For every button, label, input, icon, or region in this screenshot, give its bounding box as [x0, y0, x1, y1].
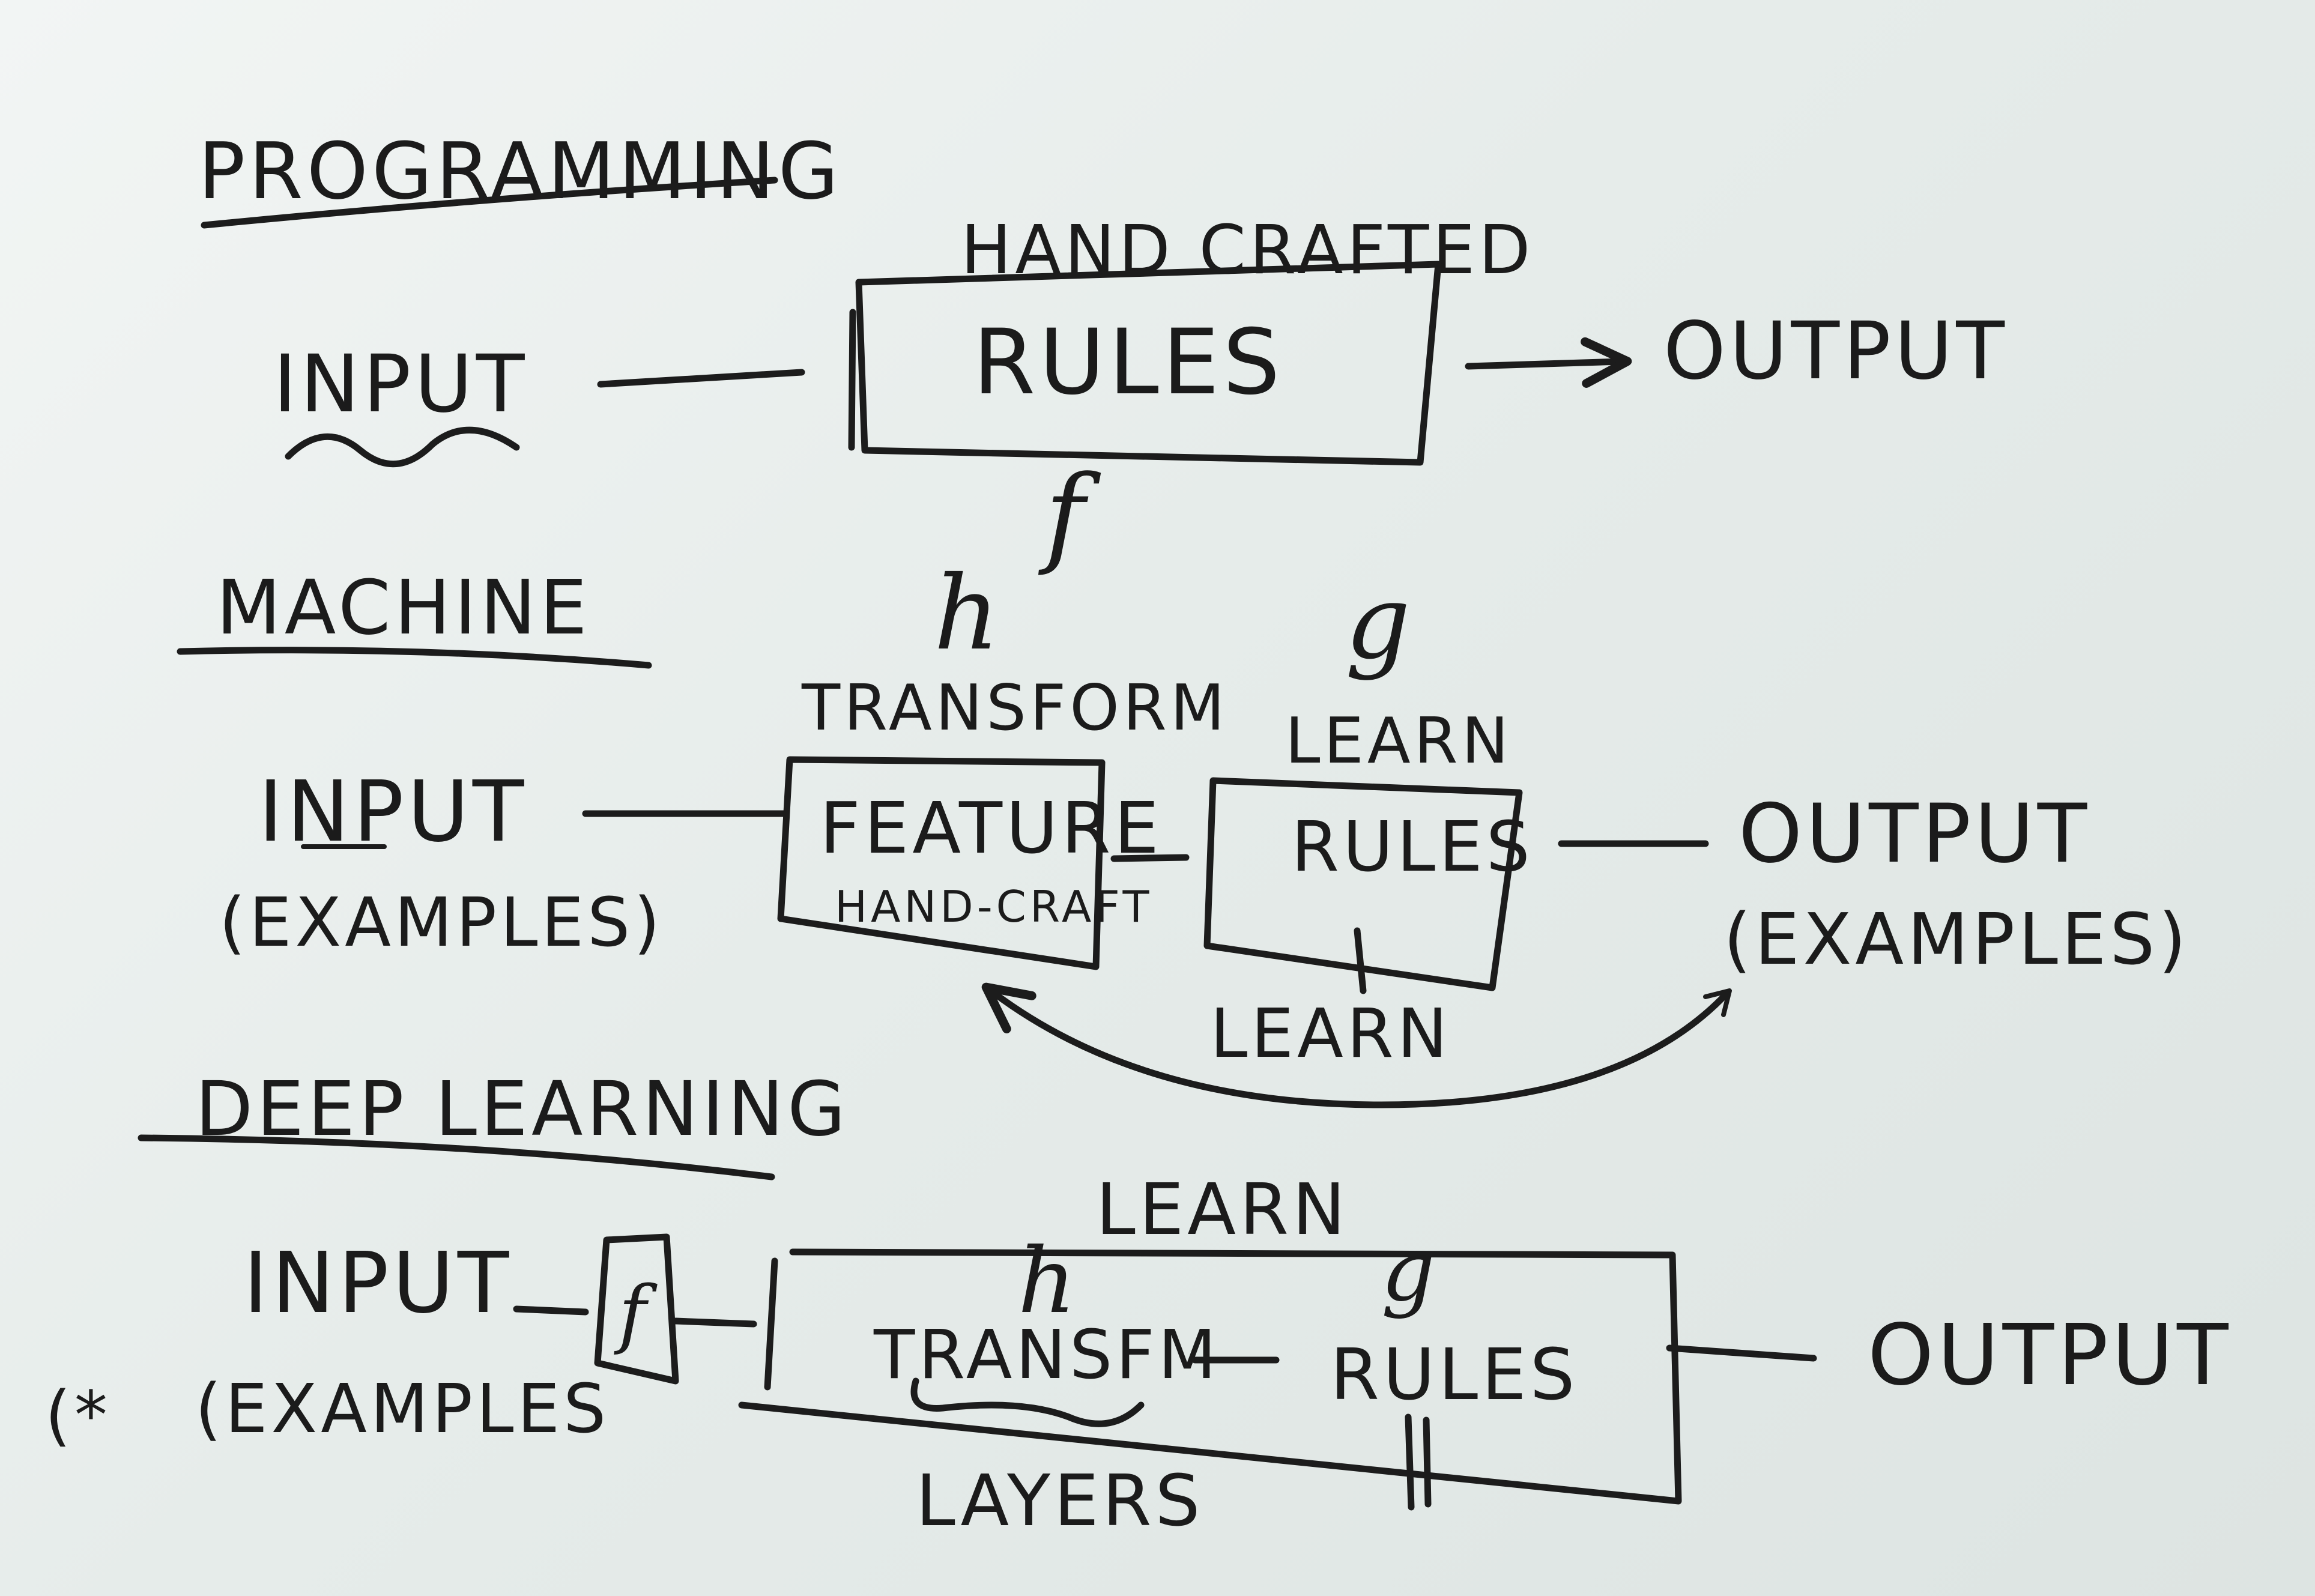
deep-learning-learn-label: LEARN [1096, 1168, 1349, 1251]
machine-output-sub: (EXAMPLES) [1723, 898, 2189, 981]
machine-rules-bottom-label: LEARN [1210, 995, 1451, 1073]
machine-feature-note: HAND-CRAFT [835, 881, 1152, 932]
programming-rules-box-label: RULES [973, 310, 1284, 415]
machine-feedback-arrow [981, 982, 1730, 1108]
deep-learning-transform-function: h [1018, 1229, 1076, 1334]
deep-learning-input-connector [513, 1305, 589, 1316]
programming-title-underline [201, 177, 778, 229]
machine-rules-top-label: LEARN [1285, 704, 1512, 778]
section-deep-learning: DEEP LEARNING LEARN INPUT (EXAMPLES (* f… [45, 1066, 2232, 1542]
machine-rules-box [1203, 777, 1523, 991]
programming-input-connector [597, 369, 805, 388]
machine-feedback-arrow-start [1703, 988, 1732, 1017]
deep-learning-input: INPUT [243, 1235, 512, 1332]
section-machine: MACHINE h TRANSFORM g LEARN INPUT (EXAMP… [177, 554, 2189, 1108]
programming-output-arrow [1465, 337, 1632, 388]
deep-learning-rules-function: g [1381, 1223, 1435, 1320]
machine-feature-box-label: FEATURE [820, 787, 1163, 869]
machine-transform-label: TRANSFORM [801, 671, 1228, 745]
section-programming: PROGRAMMING HAND CRAFTED INPUT RULES f O… [198, 125, 2008, 578]
deep-learning-layers-label: LAYERS [916, 1459, 1204, 1542]
programming-output: OUTPUT [1663, 305, 2008, 397]
programming-title: PROGRAMMING [198, 125, 842, 217]
machine-feature-rules-connector [1110, 854, 1190, 862]
machine-title-underline [177, 647, 652, 669]
machine-feature-box [777, 756, 1106, 970]
deep-learning-transform-text: TRANSFM [873, 1316, 1220, 1394]
machine-transform-function: h [934, 554, 1000, 673]
programming-input-squiggle [285, 426, 520, 468]
programming-input: INPUT [273, 338, 528, 431]
deep-learning-rules-text: RULES [1330, 1333, 1579, 1416]
deep-learning-rules-tick [1405, 1413, 1432, 1511]
machine-title: MACHINE [216, 564, 591, 651]
deep-learning-main-box [738, 1248, 1682, 1505]
deep-learning-input-sub: (EXAMPLES [195, 1370, 610, 1448]
machine-input: INPUT [258, 763, 527, 861]
programming-rules-box [848, 261, 1442, 466]
deep-learning-layers-brace [910, 1377, 1145, 1427]
machine-rules-box-label: RULES [1291, 807, 1534, 887]
machine-rules-function: g [1345, 563, 1411, 682]
deep-learning-function-box [594, 1233, 679, 1385]
programming-box-function: f [1038, 453, 1101, 578]
deep-learning-output-connector [1666, 1344, 1817, 1362]
deep-learning-function-connector [672, 1317, 757, 1328]
deep-learning-side-mark: (* [45, 1377, 111, 1454]
machine-input-sub: (EXAMPLES) [219, 884, 664, 962]
deep-learning-title-underline [138, 1134, 775, 1180]
deep-learning-output: OUTPUT [1868, 1307, 2232, 1404]
deep-learning-function-box-label: f [614, 1270, 658, 1357]
machine-output: OUTPUT [1739, 787, 2090, 881]
machine-rules-learn-tick [1354, 927, 1367, 994]
